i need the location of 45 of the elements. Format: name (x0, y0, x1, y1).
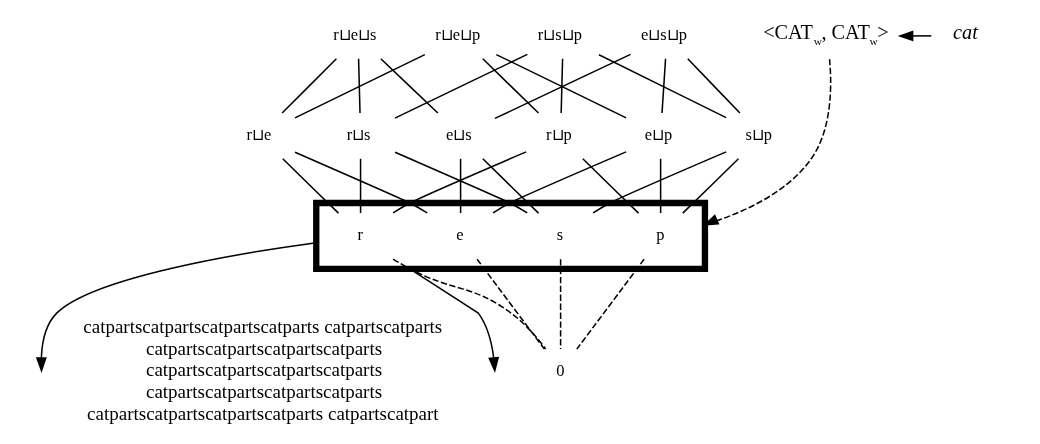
connector (475, 258, 545, 350)
connector (491, 151, 627, 214)
node-text: r⊔e⊔s (332, 25, 377, 45)
node-text: r⊔p (545, 125, 572, 145)
connector (591, 151, 727, 214)
node-text: e⊔s (445, 125, 472, 145)
connector (481, 58, 539, 114)
connector (357, 58, 361, 114)
connector (659, 158, 661, 214)
connector (359, 158, 361, 214)
cluster (312, 199, 708, 272)
node-text: e⊔p (644, 125, 672, 145)
connector (293, 53, 426, 119)
node-text: cat (952, 21, 978, 44)
connector (281, 158, 339, 214)
node-text: e (455, 225, 463, 245)
node-text: e⊔s⊔p (640, 25, 687, 45)
node-text: s⊔p (744, 125, 772, 145)
connector (660, 58, 666, 114)
connector (559, 258, 561, 350)
node-text: p (655, 225, 664, 245)
connector (481, 158, 539, 214)
connector (379, 58, 439, 114)
connector (293, 151, 428, 214)
connector (393, 53, 528, 119)
node-text: 0 (555, 361, 564, 381)
connector (597, 54, 727, 119)
connector (459, 158, 461, 214)
connector (575, 258, 645, 350)
node-text: s (556, 225, 563, 245)
node-text: r⊔s (346, 125, 371, 145)
connector (280, 58, 337, 114)
node-text: r⊔s⊔p (537, 25, 582, 45)
node-text: r⊔e⊔p (434, 25, 480, 45)
arrow (897, 30, 932, 42)
arrow (35, 241, 317, 373)
node-text: r⊔e (246, 125, 271, 145)
node-text: <CAT$_{w}$, CAT$_{w}$> (762, 21, 889, 48)
connector (681, 158, 739, 214)
connector (559, 58, 563, 114)
connector (581, 158, 639, 214)
connector (686, 58, 741, 114)
label: catpartscatpartscatpartscatparts catpartscatparts catpartscatpartscatpartscatparts catpartscatpartscatpartscatparts catpartscatpartscatpartscatparts catpartscatpartscatpartscatparts catpartscatpart (82, 316, 442, 424)
connector (391, 258, 546, 350)
node-text: r (356, 225, 363, 245)
